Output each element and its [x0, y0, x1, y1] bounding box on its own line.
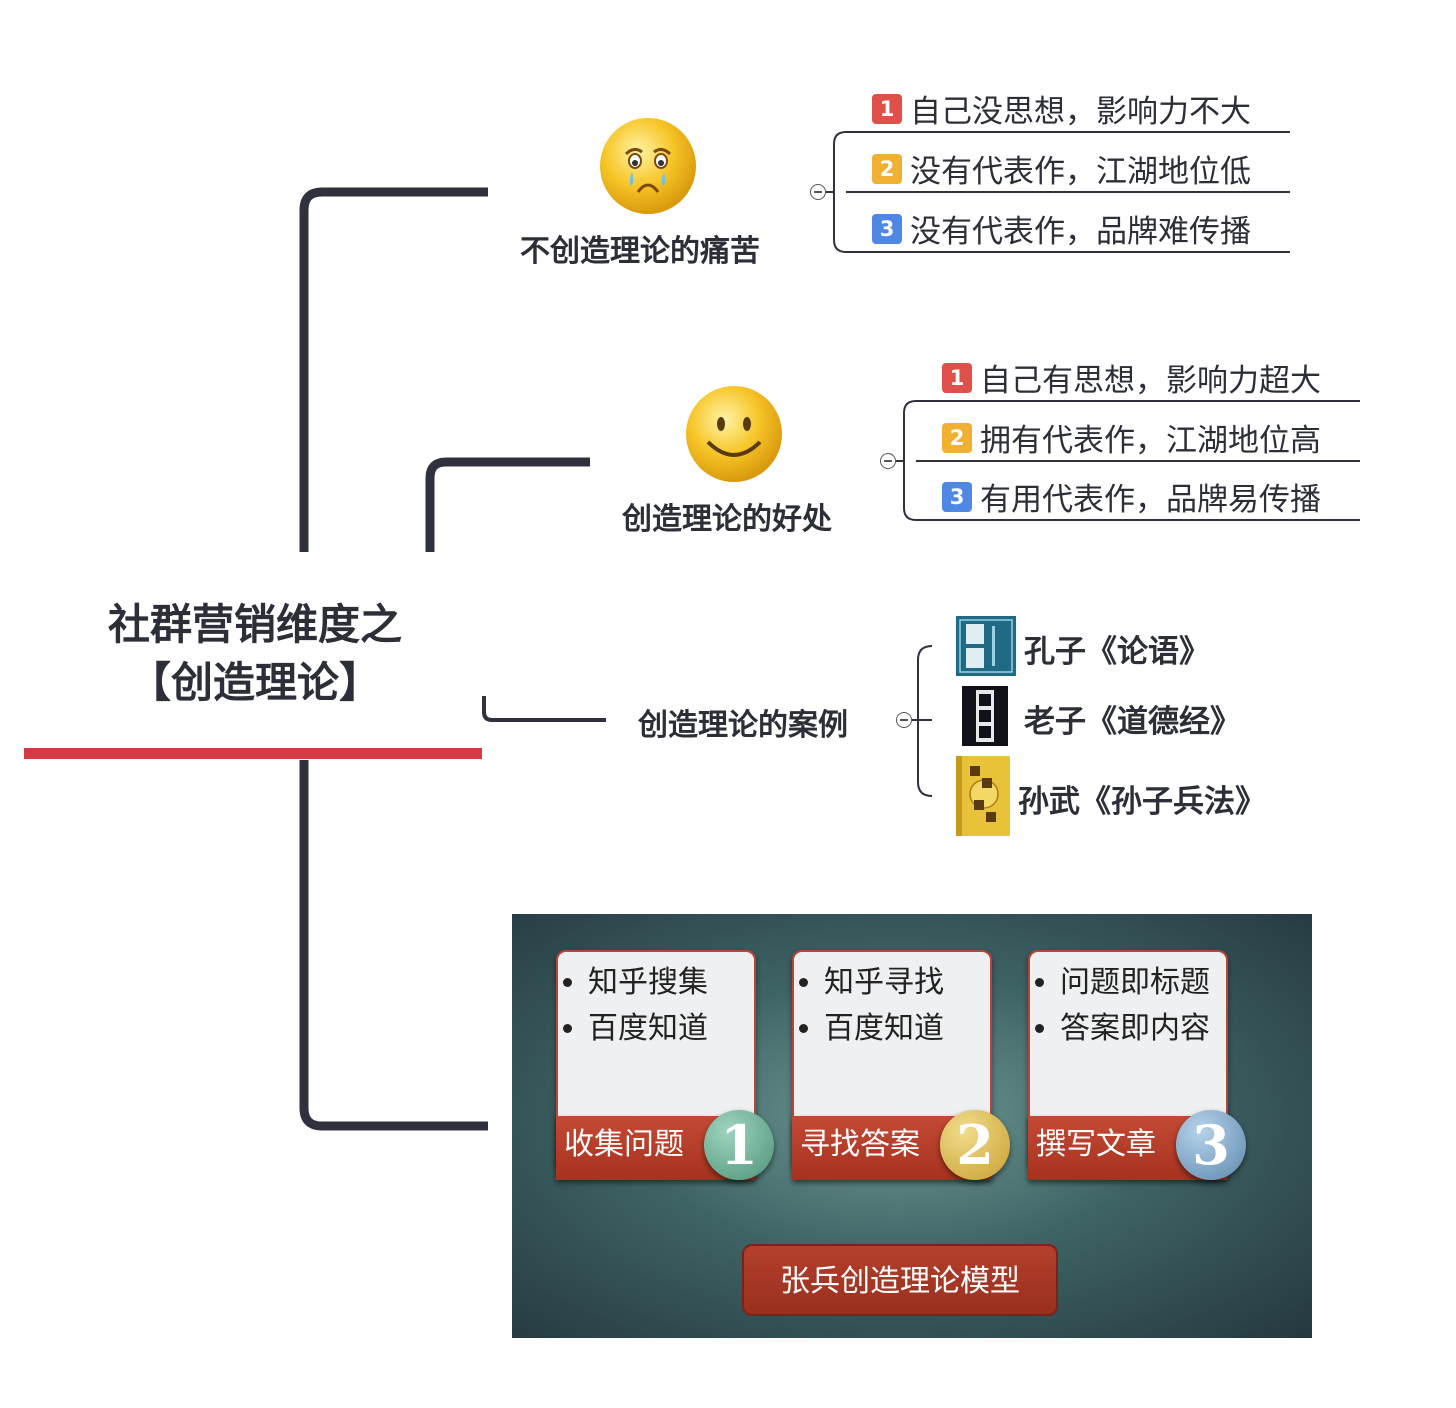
- step-2-bullet-1: 知乎寻找: [824, 960, 990, 1006]
- case-item-1[interactable]: 孔子《论语》: [1024, 634, 1210, 670]
- step-1-number-icon: 1: [704, 1110, 774, 1180]
- priority-3-icon: 3: [942, 481, 972, 512]
- branch-benefit-title[interactable]: 创造理论的好处: [622, 502, 832, 537]
- step-3-number-icon: 3: [1176, 1110, 1246, 1180]
- priority-2-icon: 2: [942, 422, 972, 453]
- branch-case-title[interactable]: 创造理论的案例: [638, 708, 848, 743]
- case-item-2[interactable]: 老子《道德经》: [1024, 704, 1241, 740]
- step-1-bullet-2: 百度知道: [588, 1006, 754, 1052]
- branch-pain-title[interactable]: 不创造理论的痛苦: [520, 234, 760, 269]
- collapse-toggle[interactable]: [880, 453, 896, 469]
- lunyu-book-icon: [956, 616, 1016, 676]
- priority-1-icon: 1: [872, 93, 902, 124]
- daodejing-book-icon: [962, 686, 1008, 746]
- collapse-toggle[interactable]: [896, 712, 912, 728]
- collapse-toggle[interactable]: [810, 184, 826, 200]
- step-1-bullet-1: 知乎搜集: [588, 960, 754, 1006]
- smiling-face-icon: [686, 386, 782, 482]
- step-2-bullet-2: 百度知道: [824, 1006, 990, 1052]
- pain-item-2[interactable]: 2 没有代表作，江湖地位低: [872, 146, 1251, 191]
- benefit-item-3-text: 有用代表作，品牌易传播: [980, 482, 1321, 518]
- model-title: 张兵创造理论模型: [742, 1244, 1058, 1316]
- benefit-item-1[interactable]: 1 自己有思想，影响力超大: [942, 355, 1321, 400]
- crying-face-icon: [600, 118, 696, 214]
- pain-item-3-text: 没有代表作，品牌难传播: [910, 214, 1251, 250]
- theory-model-image: 知乎搜集 百度知道 收集问题 1 知乎寻找 百度知道 寻找答案 2 问题即标题 …: [512, 914, 1312, 1338]
- pain-item-2-text: 没有代表作，江湖地位低: [910, 154, 1251, 190]
- root-title-line2: 【创造理论】: [128, 658, 381, 707]
- case-item-3[interactable]: 孙武《孙子兵法》: [1018, 784, 1266, 820]
- benefit-item-1-text: 自己有思想，影响力超大: [980, 363, 1321, 399]
- priority-2-icon: 2: [872, 153, 902, 184]
- benefit-item-2[interactable]: 2 拥有代表作，江湖地位高: [942, 415, 1321, 460]
- pain-item-3[interactable]: 3 没有代表作，品牌难传播: [872, 206, 1251, 251]
- sunzi-book-icon: [956, 756, 1010, 836]
- root-underline: [24, 748, 482, 759]
- root-topic[interactable]: 社群营销维度之 【创造理论】: [30, 596, 480, 712]
- step-2-number-icon: 2: [940, 1110, 1010, 1180]
- step-3-bullet-2: 答案即内容: [1060, 1006, 1226, 1052]
- pain-item-1[interactable]: 1 自己没思想，影响力不大: [872, 86, 1251, 131]
- priority-3-icon: 3: [872, 213, 902, 244]
- root-title-line1: 社群营销维度之: [107, 600, 402, 649]
- benefit-item-3[interactable]: 3 有用代表作，品牌易传播: [942, 474, 1321, 519]
- priority-1-icon: 1: [942, 362, 972, 393]
- step-3-bullet-1: 问题即标题: [1060, 960, 1226, 1006]
- pain-item-1-text: 自己没思想，影响力不大: [910, 94, 1251, 130]
- benefit-item-2-text: 拥有代表作，江湖地位高: [980, 423, 1321, 459]
